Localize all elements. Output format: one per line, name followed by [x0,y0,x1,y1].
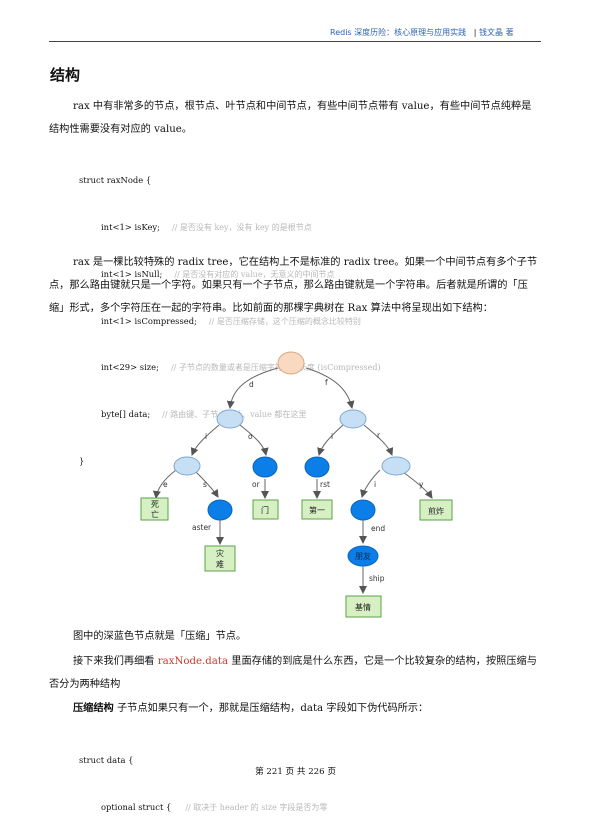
box-label-jiqing: 基情 [355,602,371,612]
box-label-jianzha: 煎炸 [428,506,444,516]
root-node [277,351,305,375]
edge-label: i [205,432,207,441]
node-label-pengyou: 朋友 [355,551,371,561]
edge-label: r [377,431,381,440]
box-label-nan: 难 [216,559,224,569]
edge-label: end [371,524,385,533]
header-separator: | [473,28,477,37]
box-label-men: 门 [261,505,269,515]
code-comment: // 取决于 header 的 size 字段是否为零 [185,802,328,812]
code-line: int<1> isNull; // 是否没有对应的 value，无意义的中间节点 [79,267,381,283]
compressed-node [252,456,278,478]
edge-label: aster [192,523,212,532]
code-block-data: struct data { optional struct { // 取决于 he… [79,722,327,831]
edge-label: f [325,378,328,387]
bold-term: 压缩结构 [73,703,114,714]
code-line-close: } [79,455,85,466]
tree-node [216,409,244,429]
code-line: int<29> size; // 子节点的数量或者是压缩字符串的长度 (isCom… [79,360,381,376]
inline-code-red: raxNode.data [157,656,229,667]
paragraph-data-intro: 接下来我们再细看 raxNode.data 里面存储的到底是什么东西，它是一个比… [49,656,537,690]
edge-label: or [252,480,261,489]
tree-node [339,409,367,429]
leaf-box [140,497,169,521]
code-line: int<1> isCompressed; // 是否压缩存储，这个压缩的概念比较特… [79,314,381,330]
edge-label: e [163,480,168,489]
tree-node [381,456,411,476]
edge-label: i [374,480,376,489]
code-comment: // 是否没有对应的 value，无意义的中间节点 [174,269,335,279]
leaf-box [204,545,236,572]
book-title: Redis 深度历险：核心原理与应用实践 [330,28,467,37]
rax-tree-diagram: d f i o i r e s or rst i y aster end shi… [140,351,453,618]
section-title: 结构 [50,66,81,84]
code-line: optional struct { // 取决于 header 的 size 字段… [79,800,327,816]
edge-label: d [249,380,254,389]
leaf-box [345,595,382,618]
code-text: int<1> isNull; [101,268,163,279]
code-comment: // 子节点的数量或者是压缩字符串的长度 (isCompressed) [170,363,381,373]
paragraph-compressed-note: 图中的深蓝色节点就是「压缩」节点。 [73,631,247,642]
box-label-si: 死 [151,500,159,509]
compressed-node [207,499,233,521]
leaf-box [419,499,453,521]
compressed-node [350,499,376,521]
edge-label: rst [320,480,330,489]
edge-label: y [419,480,424,489]
paragraph-intro: rax 中有非常多的节点，根节点、叶节点和中间节点，有些中间节点带有 value… [49,101,532,135]
code-text: byte[] data; [101,409,151,420]
edge-label: o [248,432,253,441]
code-line-open: struct data { [79,755,134,766]
edge-label: ship [369,574,385,583]
box-label-wang: 亡 [151,509,159,519]
code-line-open: struct raxNode { [79,175,152,186]
box-label-diyi: 第一 [309,505,325,515]
leaf-box [252,499,279,520]
box-label-zai: 灾 [216,548,224,558]
compressed-node [304,456,330,478]
leaf-box [301,499,333,520]
tree-node [173,456,201,476]
code-line: int<1> isKey; // 是否没有 key，没有 key 的是根节点 [79,220,381,236]
paragraph-radix: rax 是一棵比较特殊的 radix tree，它在结构上不是标准的 radix… [49,257,538,314]
compressed-node [347,545,379,567]
code-comment: // 是否没有 key，没有 key 的是根节点 [171,222,312,232]
author: 钱文晶 著 [479,28,514,37]
edge-label: s [203,480,207,489]
code-text: int<1> isCompressed; [101,315,197,326]
edge-label: i [331,432,333,441]
code-text: int<1> isKey; [101,221,160,232]
code-comment: // 是否压缩存储，这个压缩的概念比较特别 [208,316,361,326]
code-text: int<29> size; [101,362,159,373]
page-header: Redis 深度历险：核心原理与应用实践 | 钱文晶 著 [330,27,514,38]
header-rule [49,41,541,42]
code-text: optional struct { [101,801,172,812]
paragraph-compressed-structure: 压缩结构 子节点如果只有一个，那就是压缩结构，data 字段如下伪代码所示： [73,703,429,714]
page-footer: 第 221 页 共 226 页 [255,767,336,777]
